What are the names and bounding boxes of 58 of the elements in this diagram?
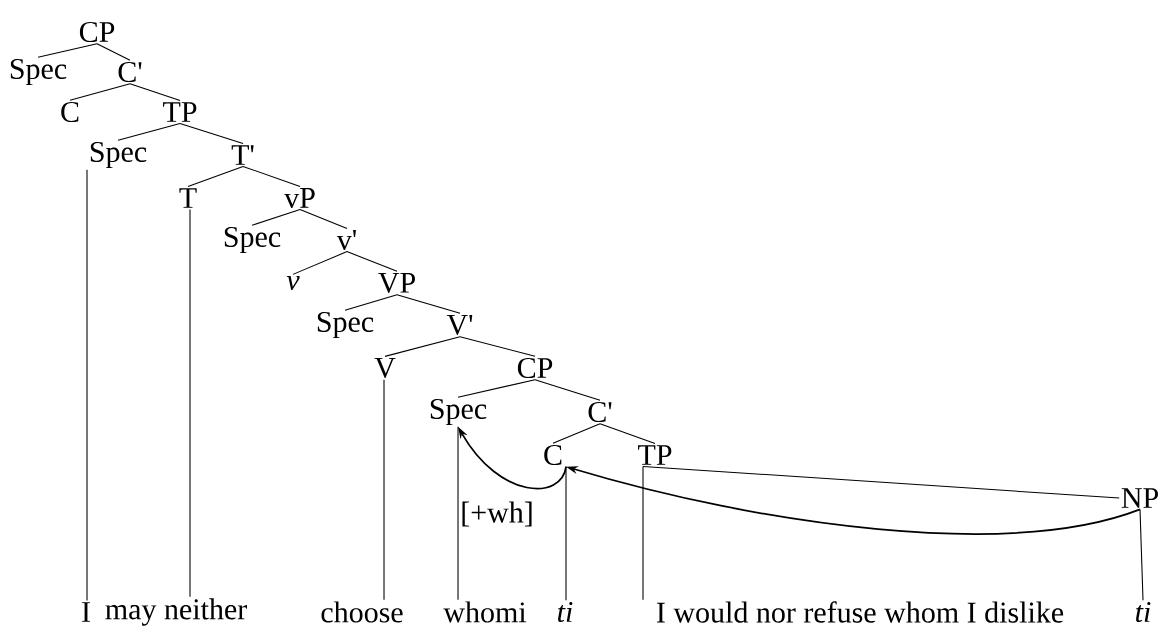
- branch-line: [344, 294, 398, 311]
- branch-line: [459, 336, 536, 357]
- sentence-word: I: [82, 602, 90, 622]
- branch-line: [534, 379, 601, 401]
- sentence-word: ti: [1136, 601, 1151, 623]
- tree-label: V': [446, 314, 473, 336]
- branch-line: [383, 379, 385, 601]
- branch-line: [642, 465, 644, 601]
- branch-line: [599, 423, 656, 445]
- tree-label: vP: [284, 188, 315, 208]
- tree-label: NP: [1121, 488, 1158, 508]
- sentence-word: choose: [321, 601, 403, 623]
- branch-line: [251, 209, 301, 226]
- tree-label: C': [588, 401, 612, 423]
- tree-label: CP: [79, 21, 115, 43]
- tree-label: C: [61, 101, 79, 123]
- tree-label: C: [544, 444, 562, 466]
- tree-label: C': [118, 61, 142, 83]
- sentence-word: may neither: [105, 598, 247, 626]
- tree-label: TP: [638, 445, 672, 465]
- sentence-word: I would nor refuse whom I dislike: [656, 601, 1064, 623]
- tree-label: v: [286, 275, 300, 291]
- tree-label: T: [179, 188, 197, 208]
- tree-label: TP: [163, 102, 197, 122]
- tree-label: Spec: [10, 58, 67, 86]
- tree-label: V: [374, 357, 396, 379]
- branch-line: [457, 379, 536, 398]
- tree-label: Spec: [90, 141, 147, 169]
- branch-line: [642, 465, 1120, 499]
- branch-line: [179, 122, 244, 145]
- branch-line: [129, 83, 181, 102]
- branch-line: [565, 466, 567, 601]
- branch-line: [457, 426, 459, 601]
- branch-line: [96, 43, 131, 61]
- sentence-word: whomi: [443, 601, 527, 623]
- tree-label: Spec: [430, 398, 487, 426]
- branch-line: [187, 165, 244, 188]
- tree-label: CP: [517, 357, 553, 379]
- branch-line: [189, 208, 191, 598]
- branch-line: [86, 169, 88, 602]
- tree-label: v': [336, 230, 356, 250]
- branch-line: [292, 251, 348, 275]
- tree-label: VP: [378, 272, 415, 294]
- branch-line: [299, 209, 348, 229]
- branch-line: [346, 251, 398, 272]
- branch-line: [69, 83, 131, 101]
- tree-label: Spec: [317, 311, 374, 339]
- tree-label: T': [231, 145, 254, 165]
- branch-line: [117, 122, 181, 141]
- branch-line: [242, 165, 301, 187]
- branch-line: [552, 423, 601, 444]
- branch-line: [384, 336, 461, 357]
- branch-line: [37, 43, 98, 58]
- sentence-word: ti: [558, 601, 573, 623]
- branch-line: [396, 294, 461, 314]
- tree-label: Spec: [224, 226, 281, 254]
- feature-label: [+wh]: [462, 501, 532, 527]
- branch-line: [1139, 508, 1144, 601]
